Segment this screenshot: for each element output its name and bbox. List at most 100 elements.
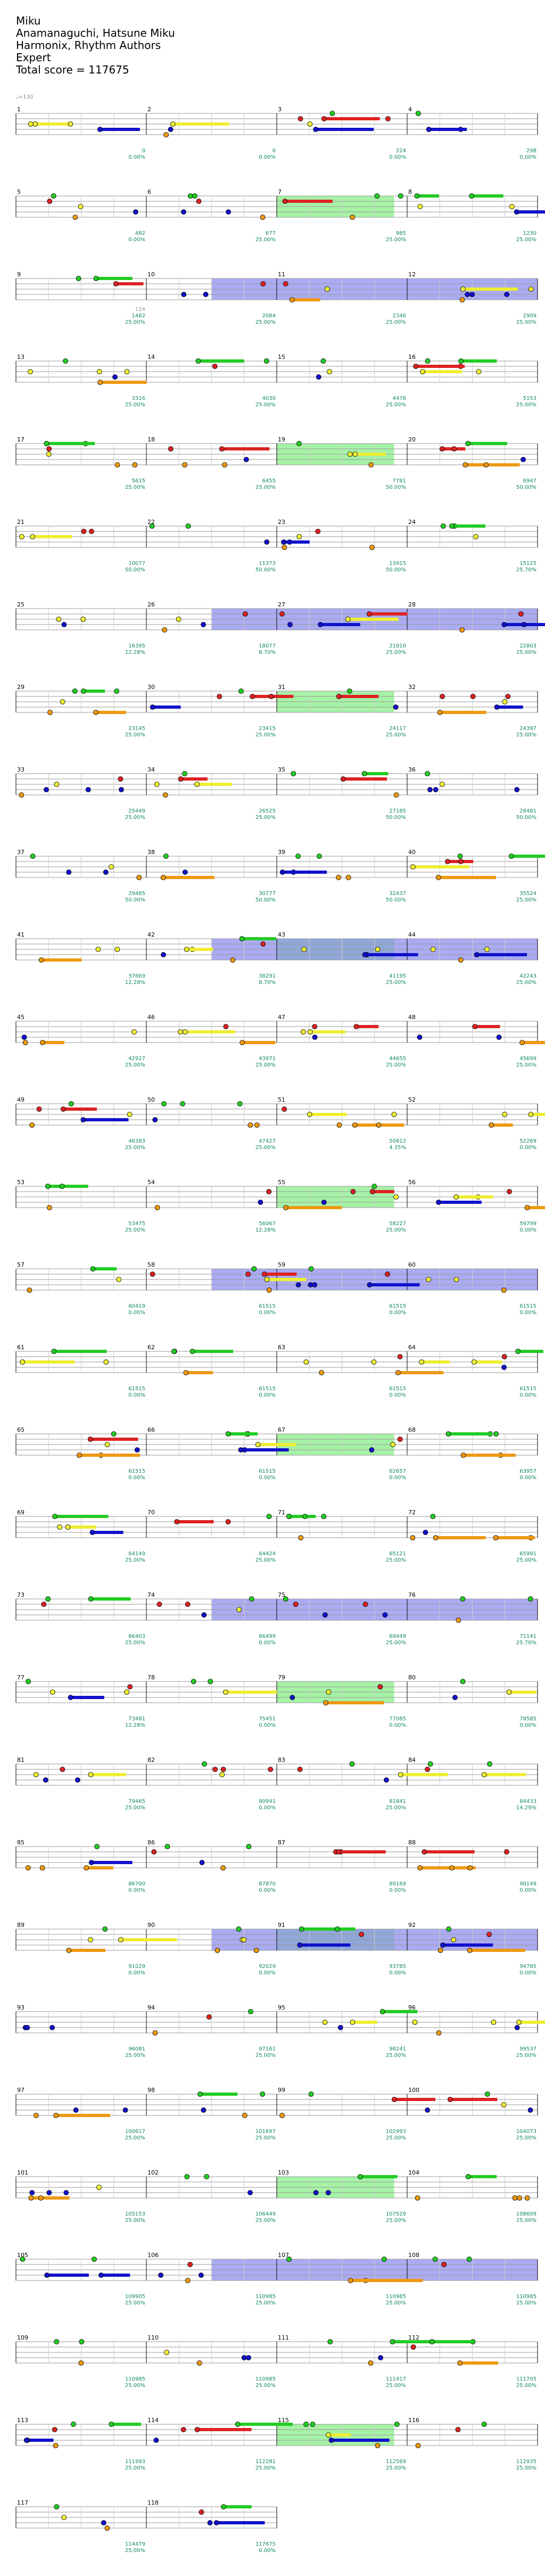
sustain-trail bbox=[474, 1360, 502, 1364]
note-gem bbox=[321, 1200, 327, 1205]
note-gem bbox=[286, 2257, 292, 2262]
measure-multiplier: 50.00% bbox=[386, 815, 406, 821]
note-gem bbox=[260, 215, 266, 220]
measure-score: 58227 bbox=[389, 1221, 406, 1227]
measure-score: 32437 bbox=[389, 891, 406, 897]
note-gem bbox=[316, 374, 321, 380]
staff-row-6 bbox=[15, 523, 538, 550]
measure-multiplier: 0.00% bbox=[259, 1722, 276, 1728]
measure-number: 102 bbox=[147, 2169, 159, 2176]
sustain-trail bbox=[350, 2279, 384, 2282]
note-gem bbox=[316, 854, 322, 859]
measure-number: 80 bbox=[408, 1674, 416, 1681]
note-gem bbox=[161, 1101, 167, 1106]
note-gem bbox=[307, 1029, 313, 1035]
note-gem bbox=[187, 2262, 193, 2267]
note-gem bbox=[376, 1122, 382, 1128]
measure-score: 100617 bbox=[125, 2129, 145, 2135]
measure-number: 75 bbox=[278, 1591, 285, 1598]
sustain-trail bbox=[331, 2439, 390, 2442]
note-gem bbox=[239, 936, 245, 941]
sustain-trail bbox=[197, 2428, 252, 2431]
sustain-trail bbox=[93, 1267, 117, 1270]
note-gem bbox=[260, 2091, 266, 2097]
sustain-trail bbox=[360, 2175, 398, 2178]
note-gem bbox=[243, 457, 249, 462]
measure-multiplier: 0.00% bbox=[389, 1722, 406, 1728]
measure-multiplier: 25.00% bbox=[125, 1557, 145, 1563]
sustain-trail bbox=[56, 2114, 110, 2117]
sustain-trail bbox=[400, 1773, 448, 1776]
note-gem bbox=[352, 452, 358, 457]
note-gem bbox=[71, 2422, 76, 2427]
sustain-trail bbox=[70, 1696, 104, 1699]
sustain-trail bbox=[463, 288, 518, 291]
note-gem bbox=[28, 121, 34, 127]
note-gem bbox=[371, 1359, 377, 1365]
note-gem bbox=[20, 1359, 26, 1365]
sustain-trail bbox=[192, 1350, 234, 1353]
sustain-trail bbox=[468, 2175, 497, 2178]
note-gem bbox=[398, 193, 403, 199]
measure-multiplier: 25.00% bbox=[386, 1227, 406, 1233]
sustain-trail bbox=[476, 953, 527, 956]
note-gem bbox=[326, 1689, 332, 1695]
sustain-trail bbox=[225, 1691, 277, 1694]
note-gem bbox=[25, 1865, 31, 1871]
note-gem bbox=[45, 1184, 51, 1189]
sustain-trail bbox=[68, 1525, 96, 1529]
measure-multiplier: 25.00% bbox=[255, 2135, 276, 2141]
measure-multiplier: 25.00% bbox=[125, 2300, 145, 2306]
measure-multiplier: 25.00% bbox=[125, 485, 145, 490]
sustain-trail bbox=[320, 623, 360, 626]
sustain-trail bbox=[111, 2423, 142, 2426]
note-gem bbox=[221, 2504, 226, 2509]
measure-number: 5 bbox=[17, 188, 21, 195]
sustain-trail bbox=[86, 1866, 113, 1869]
measure-multiplier: 0.00% bbox=[128, 237, 145, 243]
note-gem bbox=[491, 2020, 497, 2025]
measure-number: 46 bbox=[147, 1014, 155, 1021]
measure-multiplier: 25.00% bbox=[386, 1805, 406, 1811]
sustain-trail bbox=[221, 447, 270, 450]
measure-multiplier: 0.00% bbox=[259, 1970, 276, 1976]
note-gem bbox=[457, 854, 463, 859]
measure-number: 21 bbox=[17, 519, 24, 526]
measure-multiplier: 25.00% bbox=[125, 1227, 145, 1233]
measure-multiplier: 25.00% bbox=[386, 2465, 406, 2471]
note-gem bbox=[78, 2360, 84, 2366]
note-gem bbox=[242, 611, 248, 617]
sustain-trail bbox=[372, 1190, 394, 1193]
measure-number: 85 bbox=[17, 1839, 24, 1846]
note-gem bbox=[150, 1271, 155, 1277]
measure-score: 4030 bbox=[262, 396, 276, 401]
note-gem bbox=[375, 2443, 381, 2448]
measure-multiplier: 50.00% bbox=[125, 567, 145, 573]
note-gem bbox=[158, 2273, 164, 2278]
note-gem bbox=[251, 1266, 257, 1271]
staff-row-8 bbox=[15, 688, 538, 715]
sustain-trail bbox=[100, 381, 147, 384]
measure-number: 63 bbox=[278, 1344, 285, 1351]
sustain-trail bbox=[96, 711, 126, 714]
measure-multiplier: 50.00% bbox=[386, 897, 406, 903]
staff-row-16 bbox=[15, 1349, 543, 1375]
sustain-trail bbox=[69, 1949, 106, 1952]
note-gem bbox=[453, 1194, 459, 1200]
note-gem bbox=[458, 859, 464, 864]
note-gem bbox=[104, 2525, 110, 2531]
note-gem bbox=[54, 2339, 60, 2344]
note-gem bbox=[89, 1530, 95, 1535]
sustain-trail bbox=[435, 1536, 486, 1539]
note-gem bbox=[79, 2339, 85, 2344]
measure-score: 4476 bbox=[393, 396, 406, 401]
note-gem bbox=[361, 771, 367, 776]
measure-multiplier: 0.00% bbox=[259, 1475, 276, 1481]
note-gem bbox=[322, 2020, 328, 2025]
sustain-trail bbox=[461, 359, 497, 363]
note-gem bbox=[336, 694, 342, 699]
note-gem bbox=[53, 2113, 59, 2118]
sustain-trail bbox=[350, 453, 386, 456]
note-gem bbox=[426, 1277, 431, 1282]
note-gem bbox=[375, 947, 381, 952]
